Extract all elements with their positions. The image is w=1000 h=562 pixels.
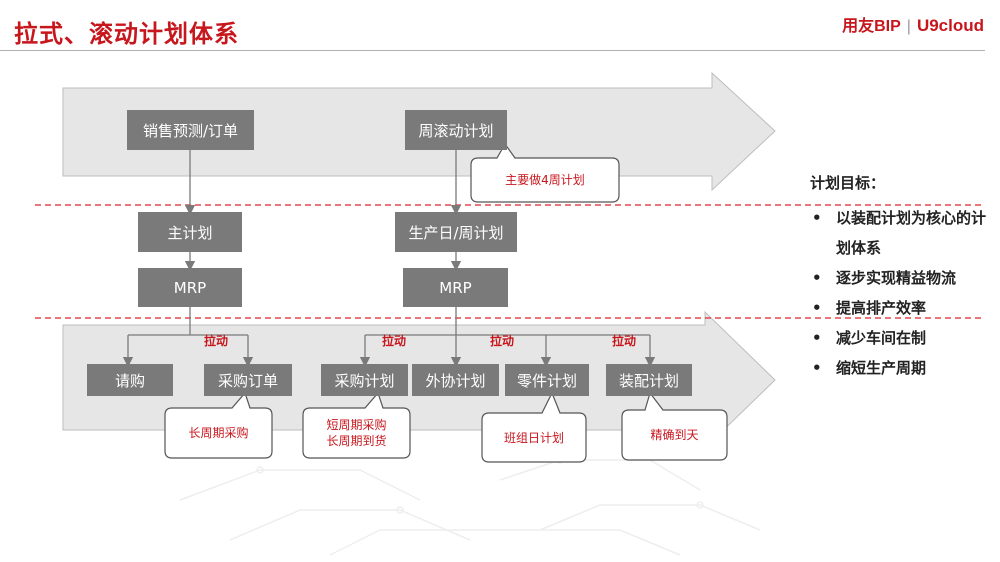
goal-text: 以装配计划为核心的计划体系 <box>836 209 987 257</box>
callout-shapes <box>164 142 728 463</box>
callout-precise-day: 精确到天 <box>650 428 699 442</box>
bullet-icon: • <box>812 269 822 287</box>
box-requisition: 请购 <box>87 364 173 396</box>
box-sales-forecast: 销售预测/订单 <box>127 110 254 150</box>
plan-goals-panel: 计划目标： • 以装配计划为核心的计划体系 • 逐步实现精益物流 • 提高排产效率 •… <box>810 172 995 383</box>
logo-brand: 用友BIP <box>842 18 901 35</box>
callout-short-cycle-line2: 长周期到货 <box>326 434 387 448</box>
bullet-icon: • <box>812 209 822 227</box>
bullet-icon: • <box>812 359 822 377</box>
box-mrp-left: MRP <box>138 268 242 307</box>
goal-item: • 提高排产效率 <box>810 293 995 323</box>
circuit-background <box>179 456 761 556</box>
logo-separator: | <box>906 18 911 35</box>
pull-label: 拉动 <box>382 334 407 348</box>
goal-text: 逐步实现精益物流 <box>836 269 957 287</box>
box-production-plan: 生产日/周计划 <box>395 212 517 252</box>
goal-text: 缩短生产周期 <box>836 359 927 377</box>
callout-team-daily: 班组日计划 <box>503 431 564 445</box>
goal-item: • 缩短生产周期 <box>810 353 995 383</box>
callout-weekly: 主要做4周计划 <box>505 173 585 187</box>
box-parts-plan: 零件计划 <box>505 364 589 396</box>
callout-short-cycle: 短周期采购 长周期到货 <box>303 417 410 449</box>
goals-title: 计划目标： <box>810 174 886 192</box>
goal-text: 提高排产效率 <box>836 299 927 317</box>
title-divider <box>0 50 985 51</box>
page-title: 拉式、滚动计划体系 <box>14 20 239 48</box>
callout-long-cycle: 长周期采购 <box>188 426 249 440</box>
box-outsource-plan: 外协计划 <box>412 364 499 396</box>
pull-label: 拉动 <box>490 334 515 348</box>
goals-list: • 以装配计划为核心的计划体系 • 逐步实现精益物流 • 提高排产效率 • 减少车间在制… <box>810 203 995 383</box>
goal-text: 减少车间在制 <box>836 329 927 347</box>
box-mrp-right: MRP <box>403 268 508 307</box>
bullet-icon: • <box>812 329 822 347</box>
box-purchase-order: 采购订单 <box>204 364 292 396</box>
goal-item: • 逐步实现精益物流 <box>810 263 995 293</box>
box-weekly-rolling-plan: 周滚动计划 <box>405 110 507 150</box>
logo-product: U9cloud <box>916 16 984 35</box>
box-purchase-plan: 采购计划 <box>321 364 408 396</box>
goal-item: • 减少车间在制 <box>810 323 995 353</box>
goal-item: • 以装配计划为核心的计划体系 <box>810 203 995 263</box>
connectors <box>122 150 656 368</box>
box-master-plan: 主计划 <box>138 212 242 252</box>
pull-label: 拉动 <box>612 334 637 348</box>
brand-logo: 用友BIP | U9cloud <box>842 12 984 36</box>
box-assembly-plan: 装配计划 <box>606 364 692 396</box>
bullet-icon: • <box>812 299 822 317</box>
pull-label: 拉动 <box>204 334 229 348</box>
callout-short-cycle-line1: 短周期采购 <box>326 418 387 432</box>
